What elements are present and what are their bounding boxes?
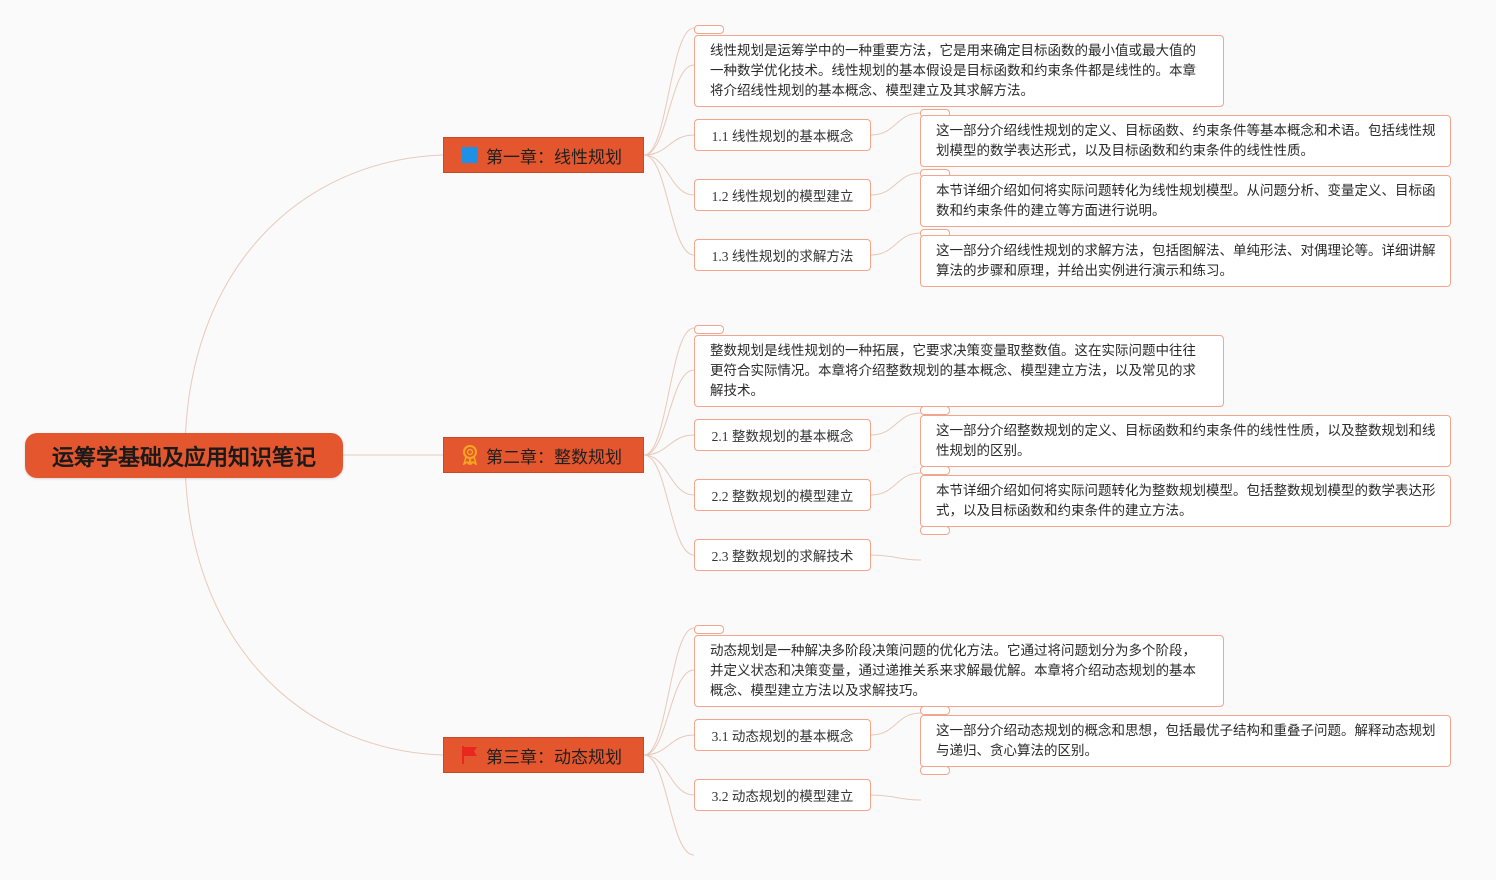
collapse-tab[interactable] — [920, 766, 950, 775]
chapter-3-topic[interactable]: 第三章：动态规划 — [443, 737, 644, 773]
chapter-3-label: 第三章：动态规划 — [486, 747, 622, 768]
section-1-1-desc[interactable]: 这一部分介绍线性规划的定义、目标函数、约束条件等基本概念和术语。包括线性规划模型… — [920, 115, 1451, 167]
section-1-2[interactable]: 1.2 线性规划的模型建立 — [694, 179, 871, 211]
section-3-2[interactable]: 3.2 动态规划的模型建立 — [694, 779, 871, 811]
section-2-3[interactable]: 2.3 整数规划的求解技术 — [694, 539, 871, 571]
collapse-tab[interactable] — [920, 406, 950, 415]
chapter-2-topic[interactable]: 第二章：整数规划 — [443, 437, 644, 473]
section-2-2-desc[interactable]: 本节详细介绍如何将实际问题转化为整数规划模型。包括整数规划模型的数学表达形式，以… — [920, 475, 1451, 527]
section-3-1[interactable]: 3.1 动态规划的基本概念 — [694, 719, 871, 751]
chapter-3-summary[interactable]: 动态规划是一种解决多阶段决策问题的优化方法。它通过将问题划分为多个阶段，并定义状… — [694, 635, 1224, 707]
connector-root-ch3 — [184, 454, 444, 756]
collapse-tab[interactable] — [694, 325, 724, 334]
root-topic[interactable]: 运筹学基础及应用知识笔记 — [25, 433, 343, 478]
collapse-tab[interactable] — [694, 25, 724, 34]
section-2-1[interactable]: 2.1 整数规划的基本概念 — [694, 419, 871, 451]
section-2-1-desc[interactable]: 这一部分介绍整数规划的定义、目标函数和约束条件的线性性质，以及整数规划和线性规划… — [920, 415, 1451, 467]
blue-square-icon — [460, 145, 480, 165]
section-1-2-desc[interactable]: 本节详细介绍如何将实际问题转化为线性规划模型。从问题分析、变量定义、目标函数和约… — [920, 175, 1451, 227]
section-3-1-desc[interactable]: 这一部分介绍动态规划的概念和思想，包括最优子结构和重叠子问题。解释动态规划与递归… — [920, 715, 1451, 767]
chapter-2-summary[interactable]: 整数规划是线性规划的一种拓展，它要求决策变量取整数值。这在实际问题中往往更符合实… — [694, 335, 1224, 407]
section-1-3[interactable]: 1.3 线性规划的求解方法 — [694, 239, 871, 271]
red-flag-icon — [460, 745, 480, 765]
collapse-tab[interactable] — [694, 625, 724, 634]
connector-root-ch1 — [184, 154, 444, 456]
section-1-1[interactable]: 1.1 线性规划的基本概念 — [694, 119, 871, 151]
chapter-1-label: 第一章：线性规划 — [486, 147, 622, 168]
section-1-3-desc[interactable]: 这一部分介绍线性规划的求解方法，包括图解法、单纯形法、对偶理论等。详细讲解算法的… — [920, 235, 1451, 287]
chapter-1-summary[interactable]: 线性规划是运筹学中的一种重要方法，它是用来确定目标函数的最小值或最大值的一种数学… — [694, 35, 1224, 107]
collapse-tab[interactable] — [920, 526, 950, 535]
collapse-tab[interactable] — [920, 466, 950, 475]
chapter-1-topic[interactable]: 第一章：线性规划 — [443, 137, 644, 173]
collapse-tab[interactable] — [920, 706, 950, 715]
section-2-2[interactable]: 2.2 整数规划的模型建立 — [694, 479, 871, 511]
chapter-2-label: 第二章：整数规划 — [486, 447, 622, 468]
award-ribbon-icon — [460, 445, 480, 465]
